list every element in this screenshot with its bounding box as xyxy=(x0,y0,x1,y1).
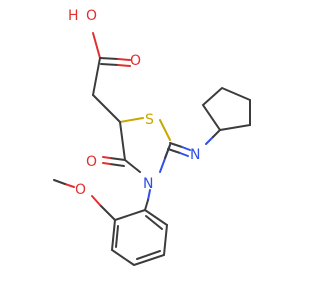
bond-n-cp2 xyxy=(212,129,221,138)
bond-ch2-cooh xyxy=(92,57,101,96)
bond-c2-n-imine-a2 xyxy=(181,146,191,151)
bond-c2-n-imine-a xyxy=(169,142,183,148)
atom-n-ring: N xyxy=(143,176,153,192)
benzene-ring xyxy=(110,208,169,267)
benzene-double-1 xyxy=(115,225,119,248)
atom-n-imine: N xyxy=(190,147,200,163)
atom-o-hydroxyl: O xyxy=(86,8,97,24)
atom-o-carbonyl-acid: O xyxy=(130,53,141,69)
benzene-double-2 xyxy=(136,250,161,260)
molecule-structure: O H O S O N N O xyxy=(53,8,251,267)
bond-c2-n-imine-b2 xyxy=(179,152,189,157)
bond-o-me xyxy=(53,179,66,185)
bond-c-o-double-b2 xyxy=(117,64,131,67)
bond-c4-n3 xyxy=(124,159,141,173)
bond-aryl-ome-red xyxy=(91,195,101,206)
bond-c-o-double-b xyxy=(100,63,119,66)
bond-c5-s xyxy=(119,117,144,123)
bond-aryl-ome xyxy=(99,204,116,221)
bond-c5-ch2 xyxy=(92,94,121,123)
cyclopentyl-ring xyxy=(201,86,251,132)
bond-n3-c2b xyxy=(164,144,171,159)
bond-c4-o-red xyxy=(102,156,111,159)
bond-c4-o-2 xyxy=(109,163,125,167)
benzene-double-3 xyxy=(145,215,163,230)
bond-c4-o-2-red xyxy=(102,162,111,165)
bond-c-oh xyxy=(92,32,101,59)
atom-s-ring: S xyxy=(145,112,154,128)
atom-o-methoxy: O xyxy=(75,182,86,198)
bond-n-cp xyxy=(205,136,214,145)
atom-o-ring-carbonyl: O xyxy=(86,154,97,170)
bond-c-o-double-a2 xyxy=(117,58,131,61)
bond-n3-aryl xyxy=(147,189,151,201)
bond-n3-aryl2 xyxy=(144,199,149,211)
bond-c2-n-imine-b xyxy=(167,148,181,154)
bond-c-o-double-a xyxy=(99,57,119,60)
atom-h-hydroxyl: H xyxy=(68,8,79,24)
bond-c4-o xyxy=(109,157,126,161)
bond-s-c2 xyxy=(159,119,171,141)
bond-o-me-red xyxy=(64,183,75,188)
bond-c5-c4 xyxy=(119,121,126,161)
